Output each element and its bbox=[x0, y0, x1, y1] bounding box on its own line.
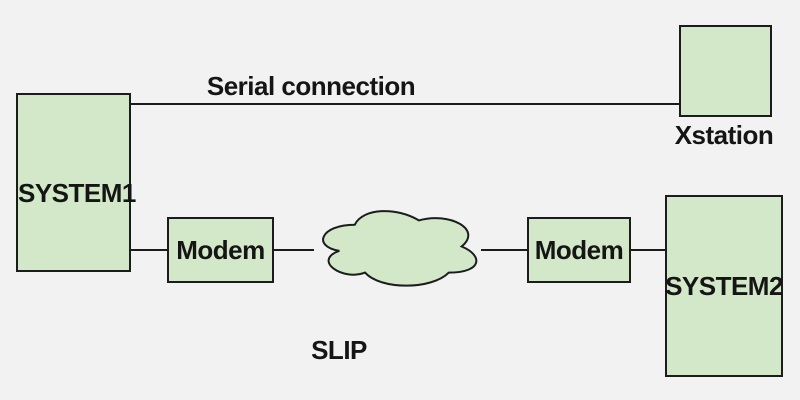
connector-cloud-modem bbox=[481, 249, 529, 251]
serial-connection-line bbox=[131, 103, 680, 105]
node-system1-label: SYSTEM1 bbox=[18, 178, 136, 208]
connector-modem-cloud bbox=[272, 249, 314, 251]
node-modem-left: Modem bbox=[167, 217, 274, 283]
slip-label: SLIP bbox=[311, 335, 367, 365]
connector-modem-system2 bbox=[629, 249, 667, 251]
node-modem-left-label: Modem bbox=[176, 234, 265, 265]
node-system2-label: SYSTEM2 bbox=[665, 270, 783, 301]
node-xstation bbox=[679, 25, 772, 117]
node-xstation-label: Xstation bbox=[674, 120, 774, 150]
node-modem-right: Modem bbox=[527, 217, 631, 283]
node-modem-right-label: Modem bbox=[534, 234, 624, 265]
connector-system1-modem bbox=[129, 249, 169, 251]
node-system1: SYSTEM1 bbox=[16, 93, 136, 272]
serial-connection-label: Serial connection bbox=[206, 71, 416, 101]
cloud-shape bbox=[322, 210, 478, 287]
node-system2: SYSTEM2 bbox=[665, 195, 783, 377]
